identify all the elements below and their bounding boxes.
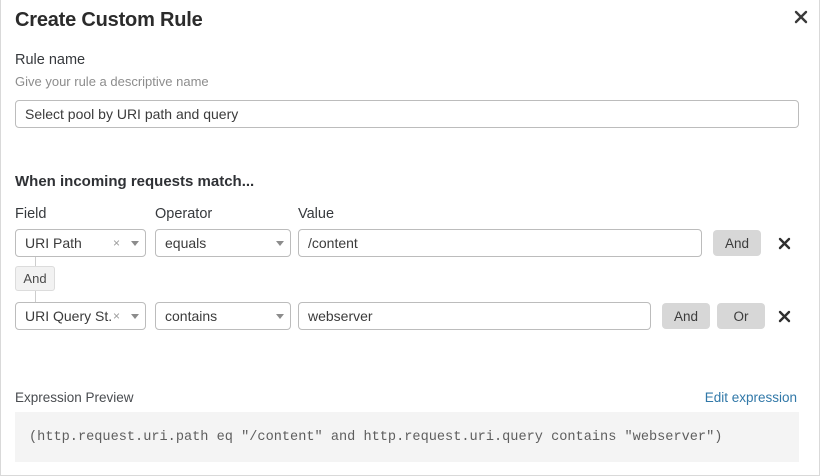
- column-header-field: Field: [15, 206, 47, 222]
- operator-select-row-1[interactable]: equals: [155, 229, 291, 257]
- expression-preview-box: (http.request.uri.path eq "/content" and…: [15, 412, 799, 462]
- field-select-row-1[interactable]: URI Path ×: [15, 229, 146, 257]
- and-button-row-1[interactable]: And: [713, 230, 761, 256]
- close-small-icon[interactable]: ×: [112, 309, 120, 323]
- field-select-value-row-1: URI Path: [25, 235, 82, 251]
- delete-row-2-icon[interactable]: [775, 307, 793, 325]
- chevron-down-icon[interactable]: [270, 313, 290, 319]
- delete-row-1-icon[interactable]: [775, 234, 793, 252]
- rule-name-input[interactable]: [15, 100, 799, 128]
- or-button-row-2[interactable]: Or: [717, 303, 765, 329]
- close-small-icon[interactable]: ×: [112, 236, 120, 250]
- operator-select-value-row-1: equals: [165, 235, 207, 251]
- close-icon[interactable]: [790, 6, 812, 28]
- value-input-row-1[interactable]: [298, 229, 702, 257]
- chevron-down-icon[interactable]: [270, 240, 290, 246]
- field-select-value-row-2: URI Query St...: [25, 308, 111, 324]
- connector-line-top: [35, 257, 36, 267]
- page-title: Create Custom Rule: [15, 9, 203, 31]
- operator-select-row-2[interactable]: contains: [155, 302, 291, 330]
- rule-name-label: Rule name: [15, 52, 86, 68]
- rule-name-hint: Give your rule a descriptive name: [15, 74, 209, 89]
- match-section-title: When incoming requests match...: [15, 173, 255, 190]
- operator-select-value-row-2: contains: [165, 308, 218, 324]
- expression-preview-text: (http.request.uri.path eq "/content" and…: [29, 429, 723, 445]
- connector-and-badge[interactable]: And: [15, 266, 55, 291]
- value-input-row-2[interactable]: [298, 302, 651, 330]
- column-header-value: Value: [298, 206, 335, 222]
- expression-preview-label: Expression Preview: [15, 390, 134, 405]
- chevron-down-icon[interactable]: [125, 240, 145, 246]
- edit-expression-link[interactable]: Edit expression: [704, 390, 797, 405]
- connector-line-bottom: [35, 291, 36, 302]
- chevron-down-icon[interactable]: [125, 313, 145, 319]
- column-header-operator: Operator: [155, 206, 213, 222]
- and-button-row-2[interactable]: And: [662, 303, 710, 329]
- field-select-row-2[interactable]: URI Query St... ×: [15, 302, 146, 330]
